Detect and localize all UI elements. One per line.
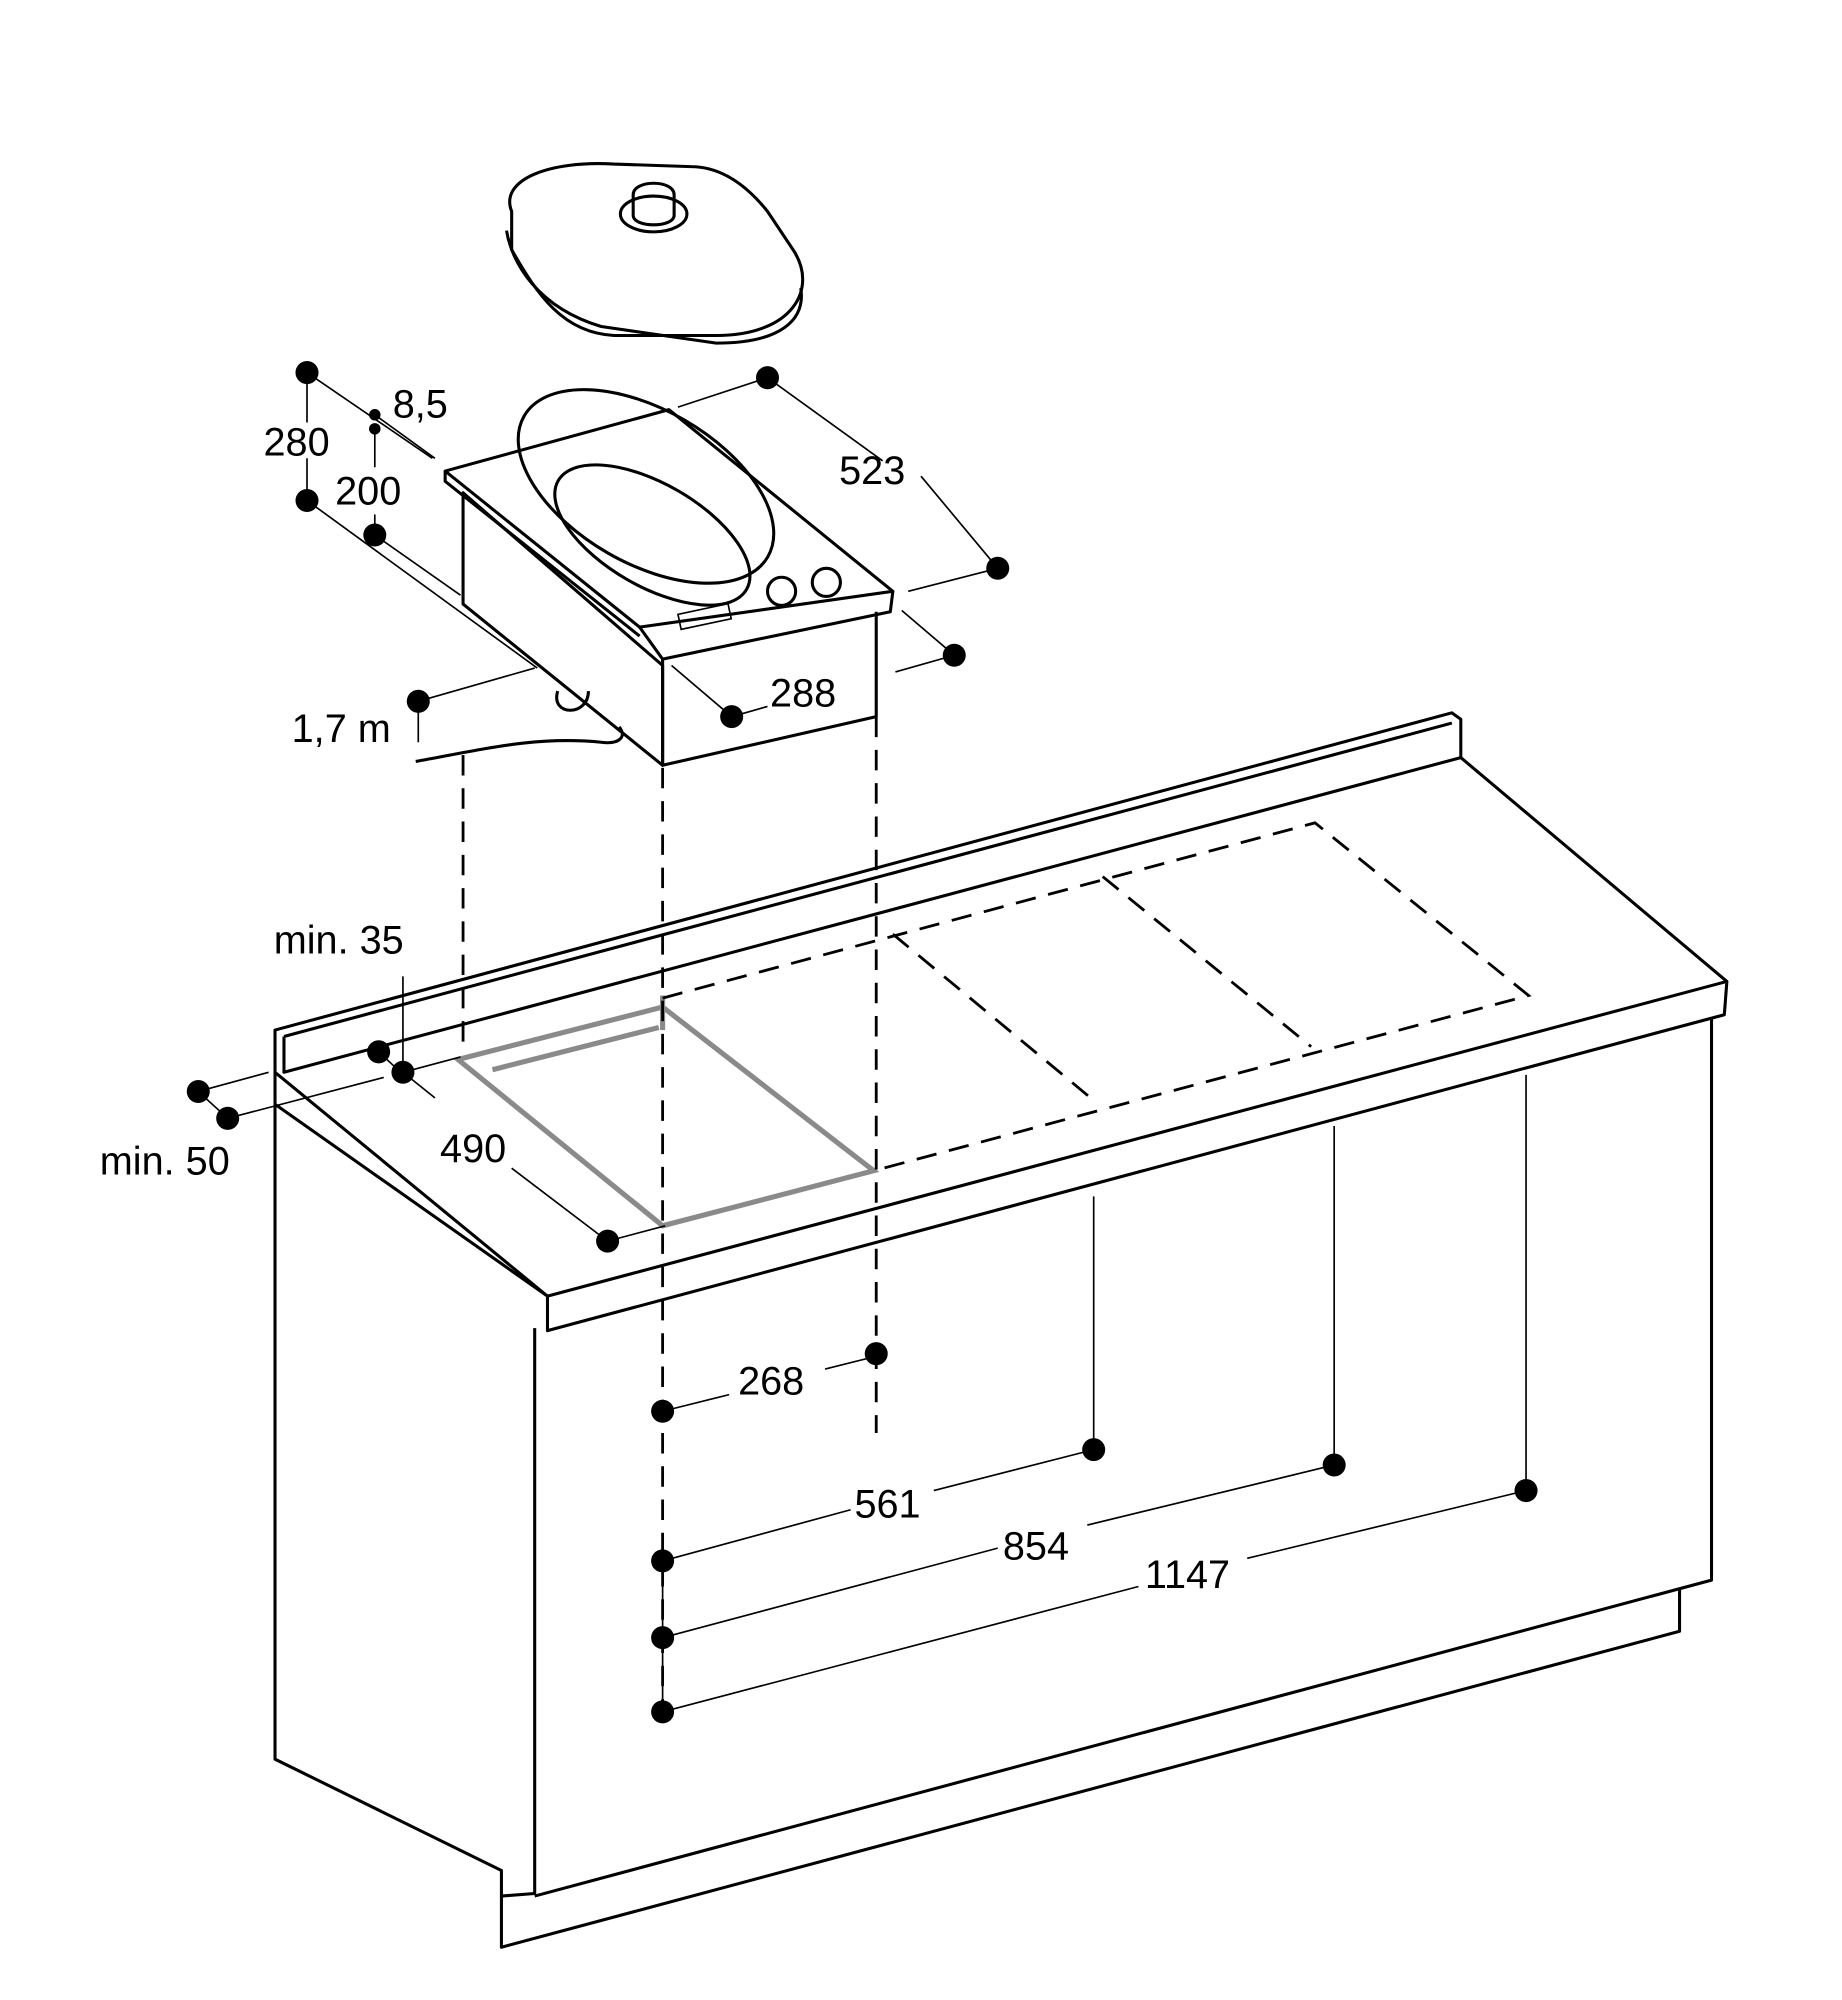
label-288: 288 — [770, 671, 836, 715]
label-523: 523 — [839, 449, 905, 493]
cutout-outline — [452, 716, 1532, 1728]
label-268: 268 — [738, 1360, 804, 1404]
label-8-5: 8,5 — [393, 382, 448, 426]
label-1147: 1147 — [1145, 1553, 1230, 1597]
lid-illustration — [505, 162, 805, 345]
label-854: 854 — [1003, 1525, 1069, 1569]
label-min-35: min. 35 — [274, 918, 404, 962]
dimension-labels: 280 8,5 200 523 288 1,7 m min. 35 min. 5… — [100, 382, 1230, 1596]
appliance-illustration — [415, 388, 895, 767]
label-280: 280 — [264, 421, 330, 465]
label-200: 200 — [335, 469, 401, 513]
label-min-50: min. 50 — [100, 1140, 230, 1184]
label-cable-length: 1,7 m — [292, 707, 391, 751]
label-561: 561 — [854, 1482, 920, 1526]
dimension-lines — [186, 361, 1538, 1724]
worktop-illustration — [273, 711, 1729, 1949]
label-490: 490 — [440, 1127, 506, 1171]
